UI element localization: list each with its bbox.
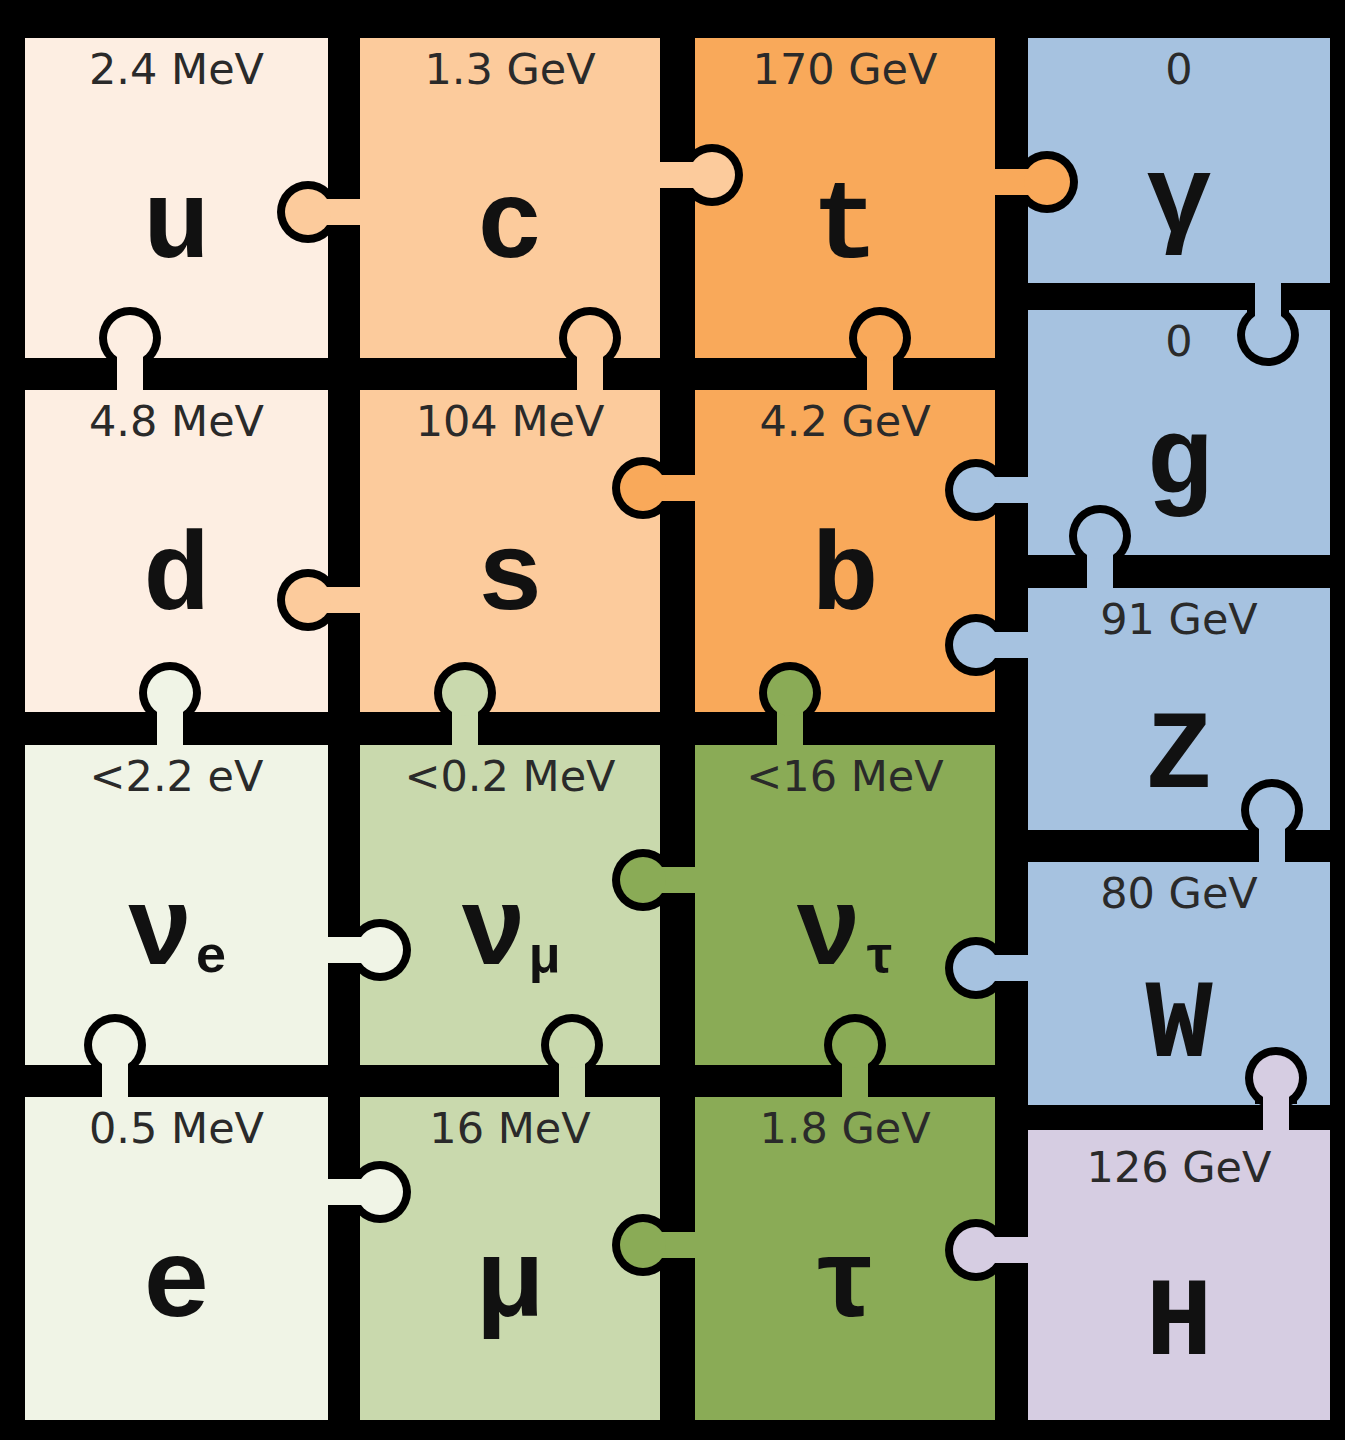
flavour-subscript: τ (864, 929, 895, 988)
mass-label: 0.5 MeV (25, 1105, 328, 1152)
mass-label: 1.8 GeV (695, 1105, 995, 1152)
tile-ground (360, 38, 660, 358)
tile-ground (1028, 38, 1330, 283)
mass-label: 126 GeV (1028, 1144, 1330, 1191)
symbol-row: t (695, 172, 995, 284)
symbol-row: τ (695, 1231, 995, 1343)
symbol-row: H (1028, 1269, 1330, 1381)
particle-tile: 1.3 GeV c (360, 38, 660, 358)
symbol-row: c (360, 172, 660, 284)
mass-label: 170 GeV (695, 46, 995, 93)
particle-tile: <16 MeV ντ (695, 745, 995, 1065)
particle-symbol: c (476, 164, 543, 291)
tile-ground (360, 745, 660, 1065)
particle-tile: 91 GeV Z (1028, 588, 1330, 830)
symbol-row: Z (1028, 702, 1330, 814)
tile-ground (360, 390, 660, 712)
particle-tile: 126 GeV H (1028, 1130, 1330, 1420)
particle-symbol: ν (460, 871, 527, 998)
symbol-row: d (25, 524, 328, 636)
particle-symbol: e (143, 1223, 210, 1350)
particle-symbol: Z (1145, 694, 1212, 821)
particle-tile: 0g (1028, 310, 1330, 555)
mass-label: 104 MeV (360, 398, 660, 445)
particle-tile: 2.4 MeV u (25, 38, 328, 358)
tile-ground (25, 745, 328, 1065)
tile-ground (695, 390, 995, 712)
particle-symbol: t (811, 164, 878, 291)
particle-symbol: H (1145, 1261, 1212, 1388)
particle-symbol: b (811, 516, 878, 643)
mass-label: 91 GeV (1028, 596, 1330, 643)
symbol-row: W (1028, 971, 1330, 1083)
symbol-row: b (695, 524, 995, 636)
particle-tile: 4.8 MeV d (25, 390, 328, 712)
mass-label: <2.2 eV (25, 753, 328, 800)
particle-symbol: ν (126, 871, 193, 998)
particle-symbol: ν (795, 871, 862, 998)
particle-symbol: u (143, 164, 210, 291)
tile-ground (360, 1097, 660, 1420)
symbol-row: s (360, 524, 660, 636)
symbol-row: g (1028, 409, 1330, 521)
tile-ground (695, 38, 995, 358)
mass-label: 4.8 MeV (25, 398, 328, 445)
tile-ground (1028, 1130, 1330, 1420)
particle-tile: 4.2 GeV b (695, 390, 995, 712)
particle-tile: 104 MeV s (360, 390, 660, 712)
mass-label: 1.3 GeV (360, 46, 660, 93)
symbol-row: γ (1028, 147, 1330, 259)
mass-label: 16 MeV (360, 1105, 660, 1152)
tile-ground (25, 1097, 328, 1420)
mass-label: 0 (1028, 46, 1330, 93)
symbol-row: e (25, 1231, 328, 1343)
mass-label: 0 (1028, 318, 1330, 365)
particle-symbol: γ (1145, 139, 1212, 266)
particle-symbol: s (476, 516, 543, 643)
particle-tile: 0.5 MeV e (25, 1097, 328, 1420)
particle-symbol: τ (811, 1223, 878, 1350)
particle-tile: 80 GeV W (1028, 862, 1330, 1105)
mass-label: <16 MeV (695, 753, 995, 800)
mass-label: 80 GeV (1028, 870, 1330, 917)
flavour-subscript: μ (529, 929, 560, 988)
particle-tile: <2.2 eV νe (25, 745, 328, 1065)
particle-tile: <0.2 MeV νμ (360, 745, 660, 1065)
particle-tile: 1.8 GeV τ (695, 1097, 995, 1420)
particle-symbol: d (143, 516, 210, 643)
particle-symbol: W (1145, 963, 1212, 1090)
symbol-row: u (25, 172, 328, 284)
symbol-row: ντ (695, 879, 995, 991)
symbol-row: μ (360, 1231, 660, 1343)
symbol-row: νe (25, 879, 328, 991)
symbol-row: νμ (360, 879, 660, 991)
particle-symbol: μ (476, 1223, 543, 1350)
mass-label: <0.2 MeV (360, 753, 660, 800)
mass-label: 2.4 MeV (25, 46, 328, 93)
particle-tile: 16 MeV μ (360, 1097, 660, 1420)
particle-symbol: g (1145, 401, 1212, 528)
mass-label: 4.2 GeV (695, 398, 995, 445)
flavour-subscript: e (196, 929, 227, 988)
puzzle-tabs (84, 144, 1307, 1281)
particle-tile: 170 GeV t (695, 38, 995, 358)
particle-tile: 0γ (1028, 38, 1330, 283)
